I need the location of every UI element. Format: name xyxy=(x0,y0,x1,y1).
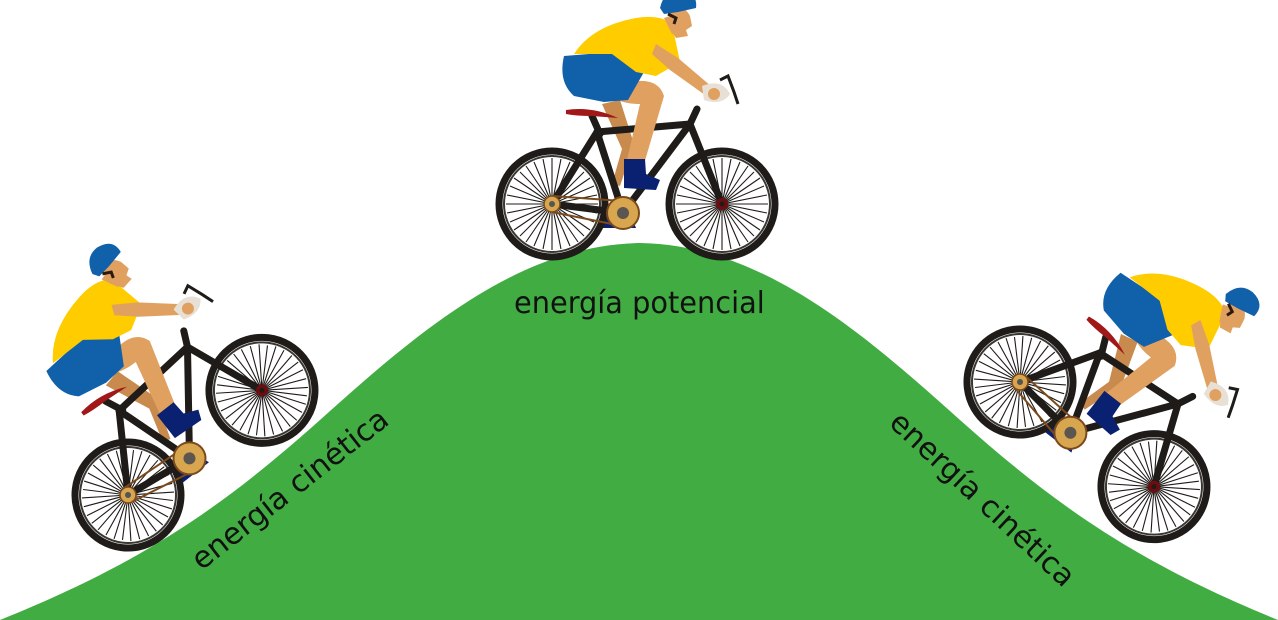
potential-energy-label: energía potencial xyxy=(514,286,765,321)
cyclist-summit xyxy=(499,0,775,257)
hill xyxy=(0,243,1278,620)
